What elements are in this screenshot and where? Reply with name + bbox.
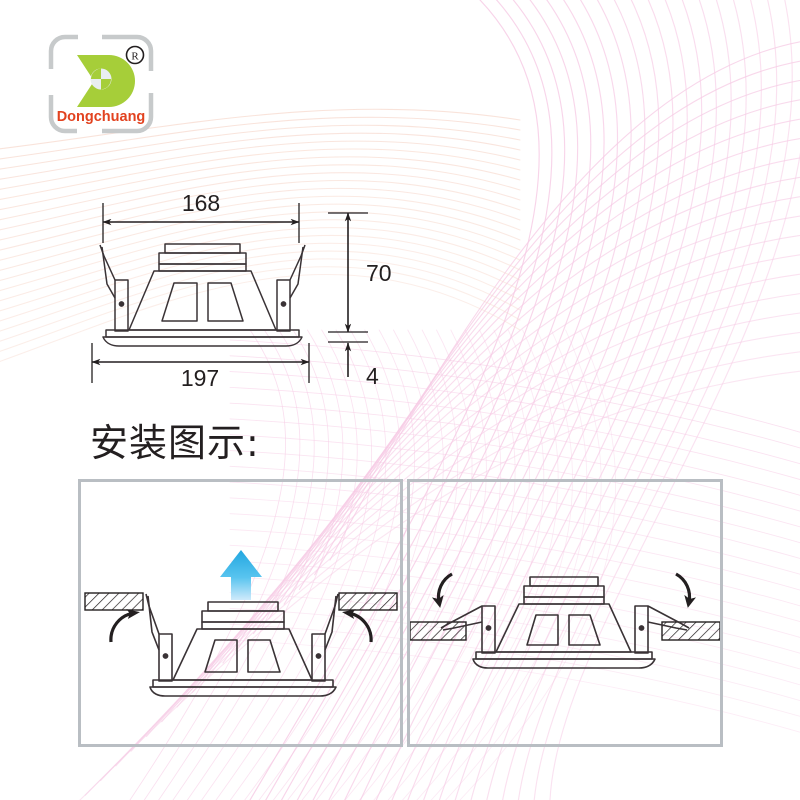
- registered-mark-icon: R: [125, 45, 145, 65]
- ceiling-slab-left: [410, 621, 467, 641]
- installation-step-secure: [407, 479, 723, 747]
- insert-direction-arrow-up: [220, 550, 262, 600]
- ceiling-slab-right: [338, 592, 398, 611]
- speaker-cone-body: [495, 603, 632, 653]
- speaker-side-view: [99, 243, 306, 347]
- spring-clip-left: [99, 244, 129, 332]
- svg-text:R: R: [131, 51, 139, 63]
- magnet-housing: [201, 601, 285, 630]
- product-dimension-drawing: 168 197 70 4: [91, 190, 392, 391]
- panel-left-drawing: [84, 550, 398, 697]
- panel-right-drawing: [410, 572, 720, 669]
- logo-frame: [48, 34, 154, 134]
- dimension-168-label: 168: [182, 190, 220, 216]
- mounting-flange: [149, 679, 337, 697]
- dimension-70-label: 70: [366, 260, 392, 286]
- logo-brand-text: Dongchuang: [57, 109, 146, 125]
- mounting-flange: [102, 329, 303, 347]
- logo-d-mark: [77, 55, 135, 107]
- installation-step-insert: [78, 479, 403, 747]
- dimension-4-label: 4: [366, 363, 379, 389]
- spring-clip-right: [311, 593, 339, 682]
- dimension-168: 168: [102, 190, 300, 226]
- speaker-cone-body: [128, 270, 277, 331]
- mounting-flange: [472, 651, 656, 669]
- witness-lines: [91, 203, 368, 383]
- spring-clip-right: [276, 244, 306, 332]
- ceiling-slab-left: [84, 592, 144, 611]
- spring-clip-left: [145, 593, 173, 682]
- section-heading-installation: 安装图示:: [90, 421, 260, 465]
- speaker-assembly-clamped: [440, 576, 690, 669]
- dongchuang-logo: R Dongchuang: [48, 34, 154, 134]
- spring-clip-left-clamped: [440, 605, 496, 654]
- magnet-housing: [158, 243, 247, 272]
- ceiling-slab-right: [661, 621, 720, 641]
- speaker-assembly-raised: [145, 593, 339, 697]
- rotation-arrows: [109, 609, 373, 643]
- dimension-4: 4: [344, 342, 379, 389]
- installation-panels: [78, 479, 723, 747]
- dimension-197-label: 197: [181, 365, 219, 391]
- dimension-197: 197: [91, 358, 310, 391]
- magnet-housing: [523, 576, 605, 605]
- dimension-70: 70: [344, 212, 392, 333]
- speaker-cone-body: [172, 628, 313, 681]
- clamp-direction-arrows-down: [431, 572, 697, 608]
- spring-clip-right-clamped: [634, 605, 690, 654]
